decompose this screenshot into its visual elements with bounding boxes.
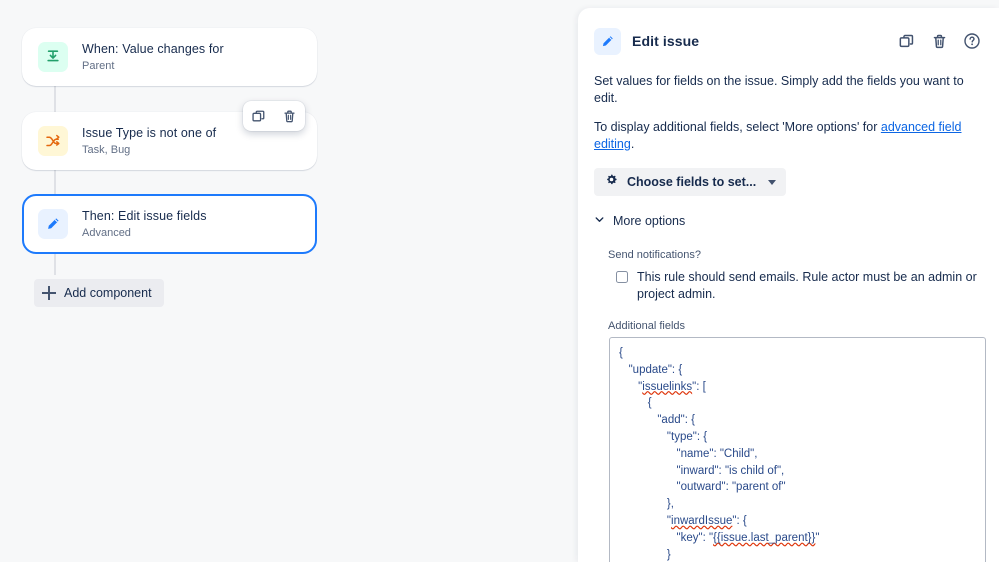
condition-shuffle-icon — [38, 126, 68, 156]
help-circle-icon[interactable] — [961, 30, 983, 52]
rule-canvas: When: Value changes for Parent Issue Typ… — [22, 28, 317, 307]
duplicate-component-button[interactable] — [248, 105, 270, 127]
rule-component-action[interactable]: Then: Edit issue fields Advanced — [22, 194, 317, 254]
additional-fields-label: Additional fields — [608, 320, 686, 332]
panel-actions — [895, 30, 983, 52]
add-component-button[interactable]: Add component — [34, 279, 164, 307]
panel-description-2: To display additional fields, select 'Mo… — [594, 119, 983, 153]
additional-fields-code: { "update": { "issuelinks": [ { "add": {… — [619, 347, 820, 561]
pencil-icon — [594, 27, 621, 55]
component-subtitle: Parent — [82, 59, 115, 72]
component-title: When: Value changes for — [82, 41, 224, 56]
component-title: Then: Edit issue fields — [82, 208, 207, 223]
component-text: Then: Edit issue fields Advanced — [82, 209, 207, 240]
component-title: Issue Type is not one of — [82, 125, 217, 140]
more-options-section: Send notifications? This rule should sen… — [594, 248, 986, 562]
gear-icon — [604, 173, 619, 191]
choose-fields-label: Choose fields to set... — [627, 175, 757, 189]
rule-component-trigger[interactable]: When: Value changes for Parent — [22, 28, 317, 86]
send-notifications-checkbox[interactable] — [616, 271, 628, 283]
page-title: Edit issue — [632, 33, 700, 49]
more-options-toggle[interactable]: More options — [594, 214, 685, 228]
delete-action-button[interactable] — [928, 30, 950, 52]
panel-description-1: Set values for fields on the issue. Simp… — [594, 74, 964, 105]
component-hover-toolbar — [243, 101, 305, 131]
panel-header: Edit issue — [594, 26, 983, 56]
component-details-panel: Edit issue — [578, 8, 999, 562]
more-options-label: More options — [613, 214, 686, 228]
chevron-down-icon — [768, 179, 777, 185]
send-notifications-checkbox-label: This rule should send emails. Rule actor… — [637, 270, 977, 301]
add-component-label: Add component — [64, 286, 152, 300]
trigger-arrow-to-line-icon — [38, 42, 68, 72]
delete-component-button[interactable] — [279, 105, 301, 127]
component-text: Issue Type is not one of Task, Bug — [82, 126, 216, 157]
connector-line — [54, 86, 56, 112]
connector-line — [54, 170, 56, 194]
component-subtitle: Task, Bug — [82, 143, 131, 156]
chevron-down-icon — [594, 214, 605, 228]
send-notifications-row: This rule should send emails. Rule actor… — [608, 269, 983, 303]
description-prefix: To display additional fields, select 'Mo… — [594, 120, 881, 134]
component-subtitle: Advanced — [82, 226, 131, 239]
additional-fields-textarea[interactable]: { "update": { "issuelinks": [ { "add": {… — [609, 337, 986, 562]
duplicate-action-button[interactable] — [895, 30, 917, 52]
send-notifications-label: Send notifications? — [608, 249, 701, 261]
action-pencil-icon — [38, 209, 68, 239]
description-suffix: . — [630, 137, 635, 151]
advanced-field-editing-link[interactable]: advanced field editing — [594, 120, 962, 151]
connector-line — [54, 253, 56, 275]
plus-icon — [42, 286, 56, 300]
choose-fields-dropdown[interactable]: Choose fields to set... — [594, 168, 787, 196]
component-text: When: Value changes for Parent — [82, 42, 224, 73]
